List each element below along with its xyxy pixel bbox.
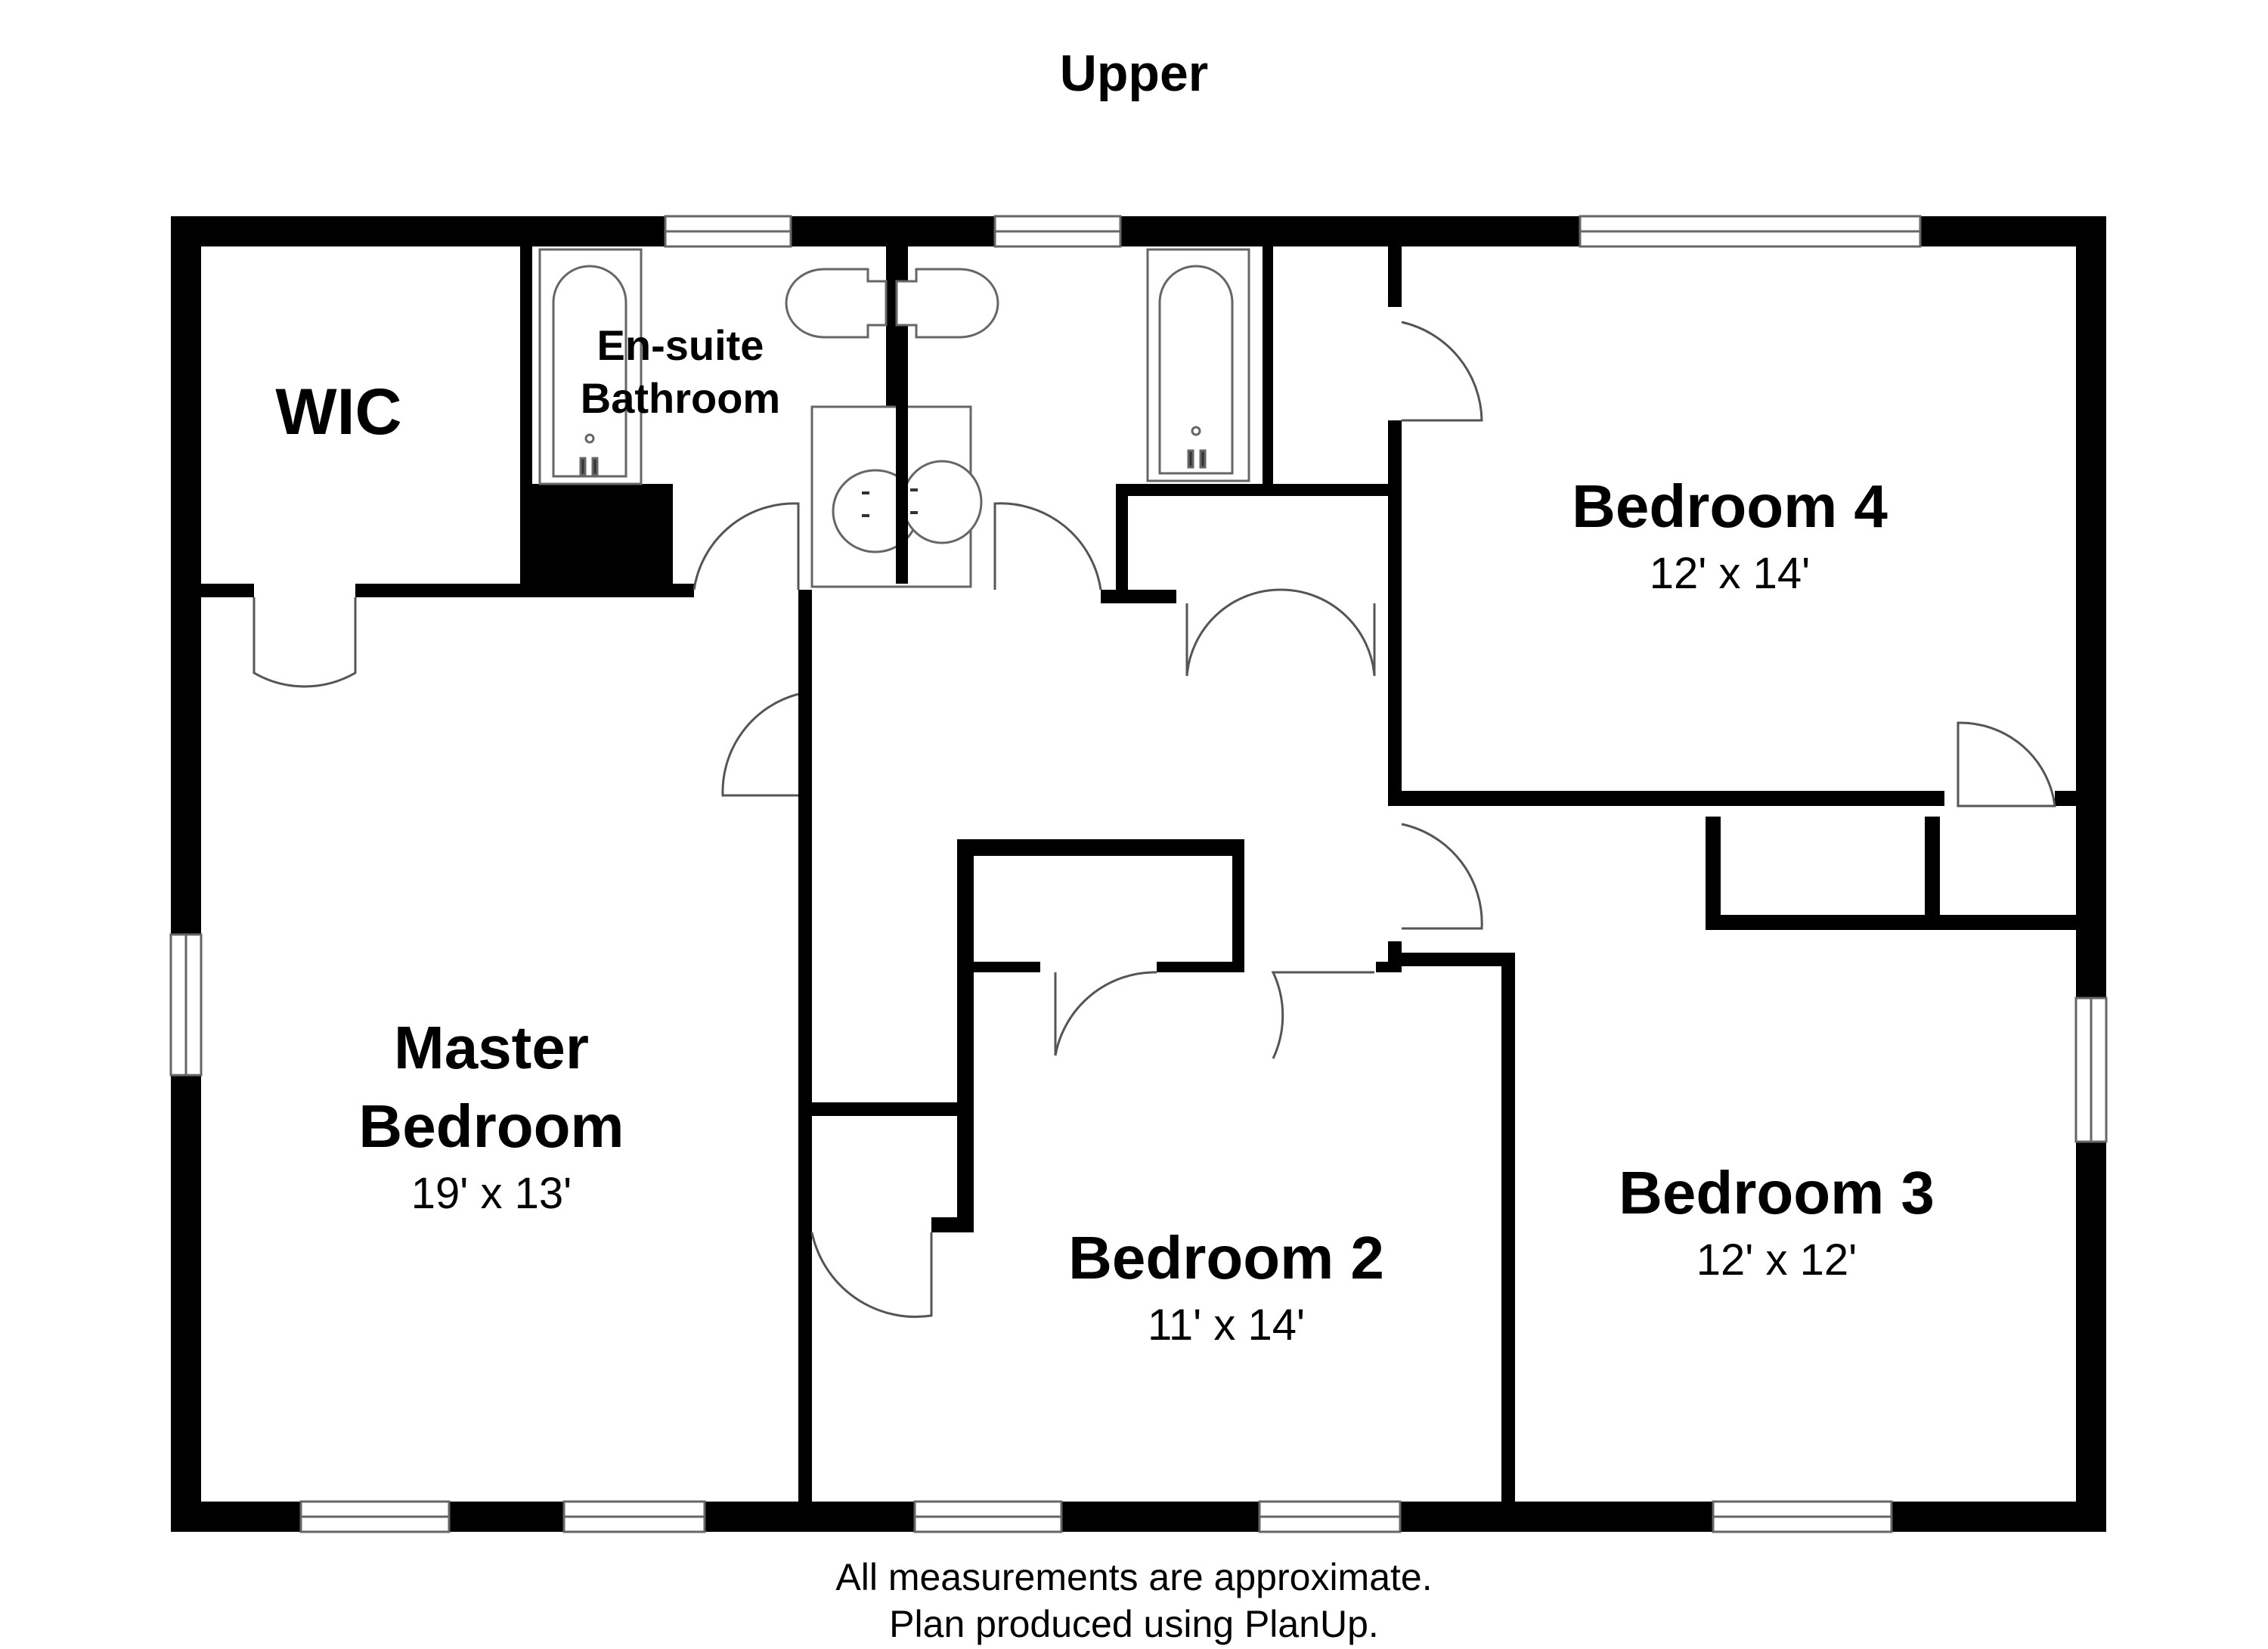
footer-disclaimer: All measurements are approximate. (835, 1556, 1433, 1598)
room-name-bedroom-3: Bedroom 3 (1619, 1159, 1935, 1226)
room-name-master-line1: Master (394, 1014, 589, 1081)
floor-title: Upper (1059, 45, 1209, 102)
room-name-ensuite-line2: Bathroom (580, 374, 781, 422)
room-label-ensuite: En-suite Bathroom (581, 319, 780, 425)
room-label-bedroom-4: Bedroom 4 12' x 14' (1572, 467, 1888, 602)
room-dimensions-bedroom-3: 12' x 12' (1696, 1235, 1857, 1285)
footer-credit: Plan produced using PlanUp. (889, 1603, 1379, 1645)
fixtures (538, 246, 1250, 588)
room-name-ensuite-line1: En-suite (596, 321, 764, 369)
room-dimensions-master: 19' x 13' (411, 1169, 572, 1218)
room-label-bedroom-2: Bedroom 2 11' x 14' (1068, 1219, 1384, 1353)
room-label-master: Master Bedroom 19' x 13' (358, 1009, 624, 1222)
room-name-bedroom-4: Bedroom 4 (1572, 473, 1888, 540)
door-swings (253, 321, 2056, 1319)
room-label-bedroom-3: Bedroom 3 12' x 12' (1619, 1154, 1935, 1288)
room-name-bedroom-2: Bedroom 2 (1068, 1224, 1384, 1291)
room-label-wic: WIC (275, 375, 401, 450)
room-dimensions-bedroom-2: 11' x 14' (1147, 1300, 1306, 1350)
plan-footer: All measurements are approximate. Plan p… (0, 1554, 2268, 1647)
room-dimensions-bedroom-4: 12' x 14' (1649, 549, 1811, 598)
room-name-master-line2: Bedroom (358, 1093, 624, 1160)
windows (169, 215, 2108, 1533)
room-name-wic: WIC (275, 376, 402, 448)
